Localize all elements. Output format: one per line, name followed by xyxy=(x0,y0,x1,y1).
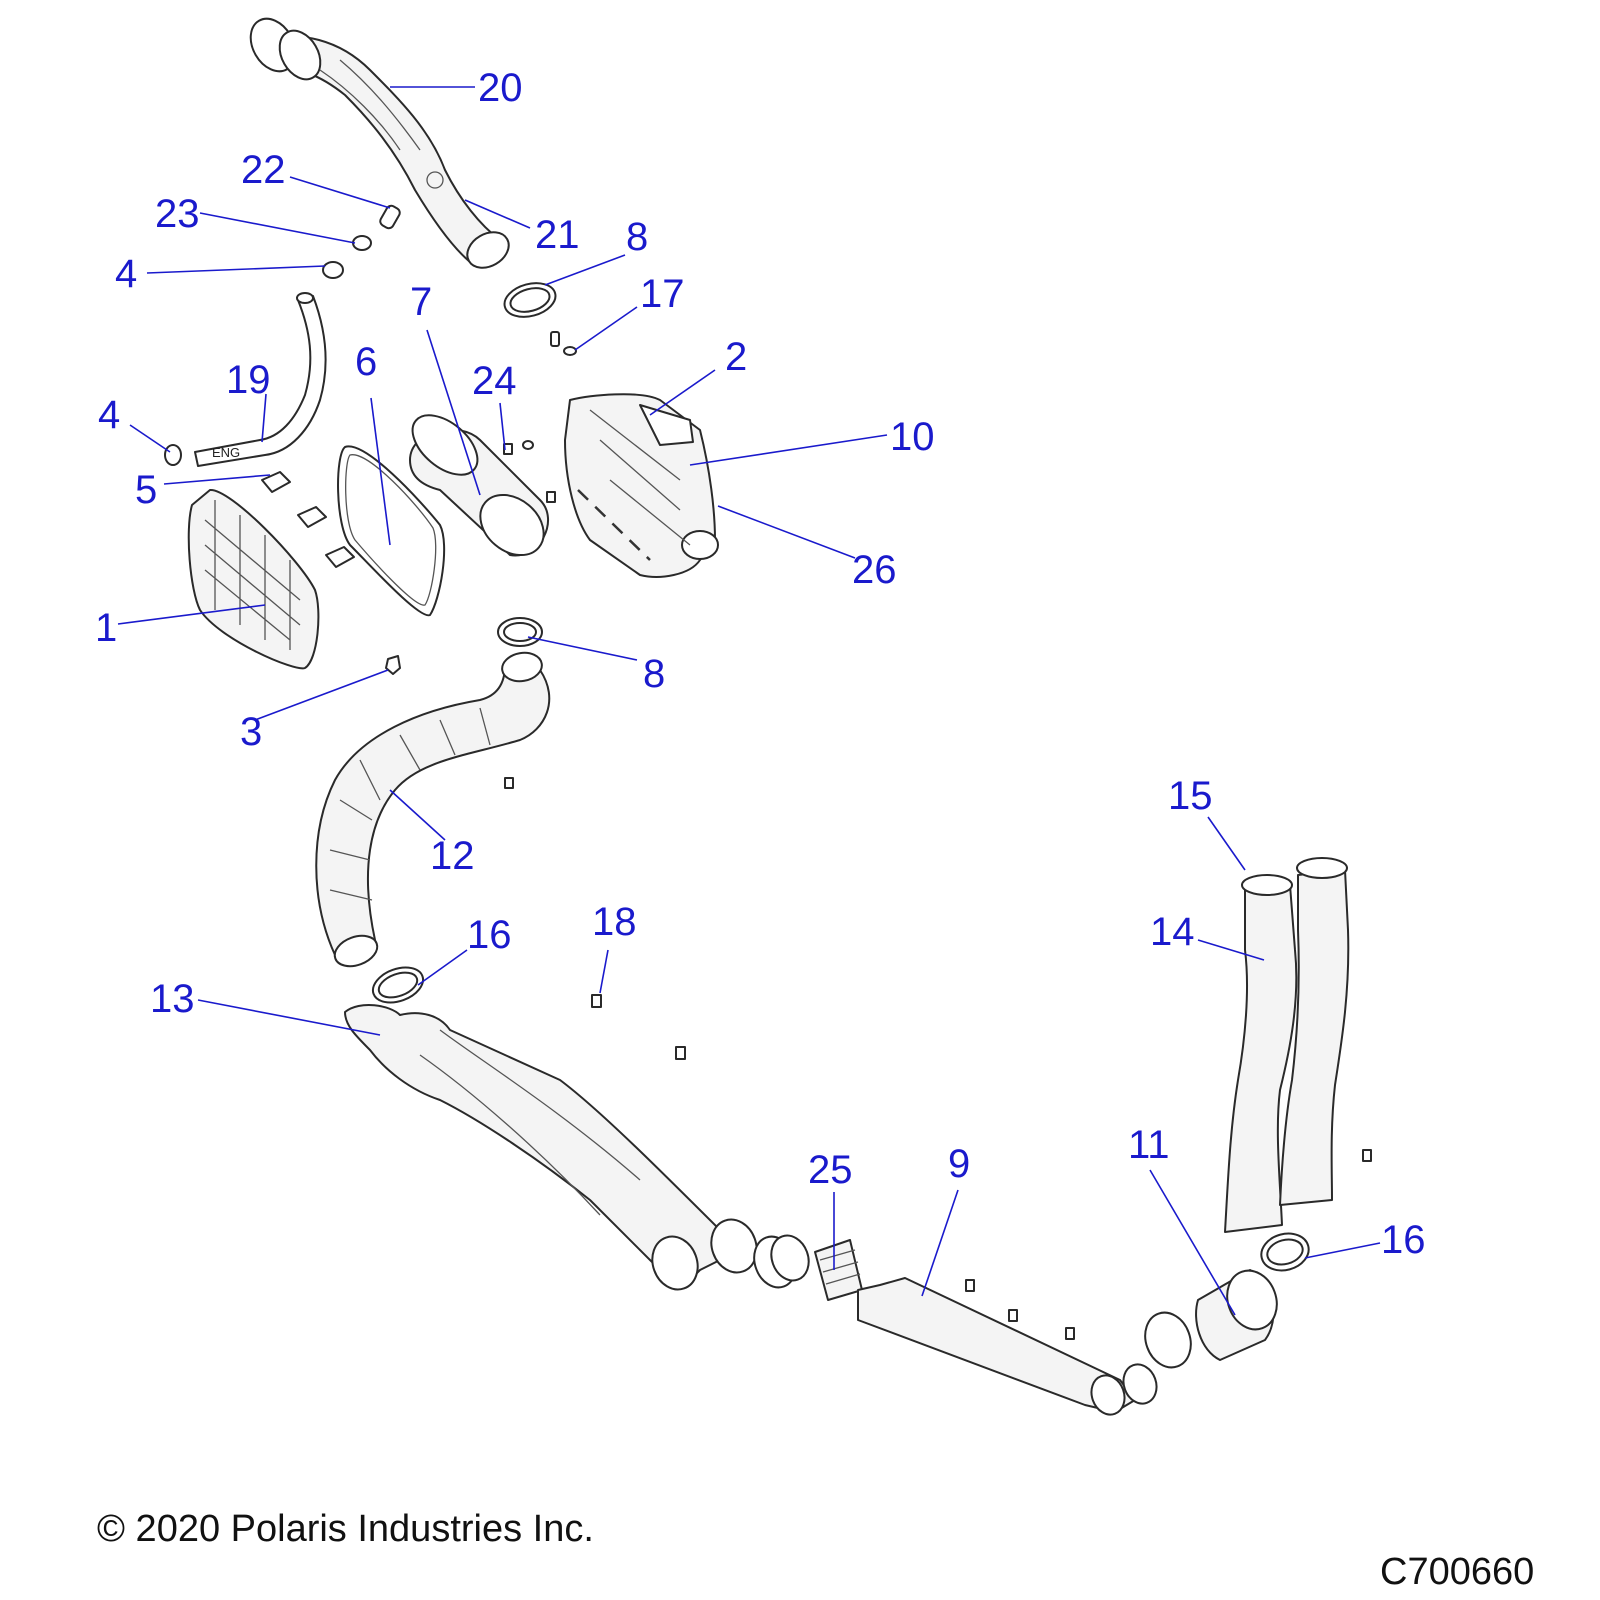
lower-clamp xyxy=(497,617,543,647)
callout-4-upper: 4 xyxy=(115,252,137,296)
vent-fitting xyxy=(322,204,401,279)
callout-1: 1 xyxy=(95,606,117,650)
twin-duct xyxy=(344,1004,758,1291)
fastener-18 xyxy=(591,994,686,1060)
callout-8-lower: 8 xyxy=(643,652,665,696)
hose-marking: ENG xyxy=(212,445,240,460)
callout-7: 7 xyxy=(410,280,432,324)
duct-clamp-upper xyxy=(371,966,425,1004)
callout-16-upper: 16 xyxy=(467,913,512,957)
drain-valve xyxy=(385,655,401,675)
callout-4-lower: 4 xyxy=(98,393,120,437)
small-screws-24 xyxy=(503,440,556,503)
callout-11: 11 xyxy=(1128,1123,1170,1167)
callout-14: 14 xyxy=(1150,910,1195,954)
callout-numbers: 20 22 23 4 21 8 17 7 6 24 19 2 10 4 5 26… xyxy=(95,66,1426,1262)
gasket xyxy=(337,445,446,617)
callout-18: 18 xyxy=(592,900,637,944)
callout-17: 17 xyxy=(640,272,685,316)
callout-21: 21 xyxy=(535,213,580,257)
airbox xyxy=(564,393,719,578)
breather-hose: ENG xyxy=(194,292,327,467)
callout-8-upper: 8 xyxy=(626,215,648,259)
callout-22: 22 xyxy=(241,148,286,192)
callout-25: 25 xyxy=(808,1148,853,1192)
callout-9: 9 xyxy=(948,1142,970,1186)
callout-12: 12 xyxy=(430,834,475,878)
figure-code: C700660 xyxy=(1380,1551,1535,1593)
callout-2: 2 xyxy=(725,335,747,379)
callout-10: 10 xyxy=(890,415,935,459)
lower-twin-tubes xyxy=(857,1277,1158,1416)
curved-duct xyxy=(315,651,551,968)
hose-clip xyxy=(164,444,182,466)
elbow-coupler xyxy=(1144,1269,1278,1369)
upper-clamp xyxy=(503,282,557,318)
callout-20: 20 xyxy=(478,66,523,110)
callout-24: 24 xyxy=(472,359,517,403)
upper-intake-duct xyxy=(249,17,510,269)
callout-5: 5 xyxy=(135,468,157,512)
leader-lines xyxy=(117,86,1381,1316)
callout-19: 19 xyxy=(226,358,271,402)
copyright-notice: © 2020 Polaris Industries Inc. xyxy=(97,1508,594,1550)
screw-17 xyxy=(550,331,577,356)
airbox-cover xyxy=(187,488,320,670)
duct-clamp-lower xyxy=(1260,1232,1310,1272)
callout-13: 13 xyxy=(150,977,195,1021)
callout-6: 6 xyxy=(355,340,377,384)
callout-15: 15 xyxy=(1168,774,1213,818)
callout-23: 23 xyxy=(155,192,200,236)
vertical-twin-ducts xyxy=(1224,857,1372,1233)
cover-latches xyxy=(261,471,355,568)
callout-3: 3 xyxy=(240,710,262,754)
callout-16-lower: 16 xyxy=(1381,1218,1426,1262)
coupler xyxy=(753,1234,863,1301)
callout-26: 26 xyxy=(852,548,897,592)
